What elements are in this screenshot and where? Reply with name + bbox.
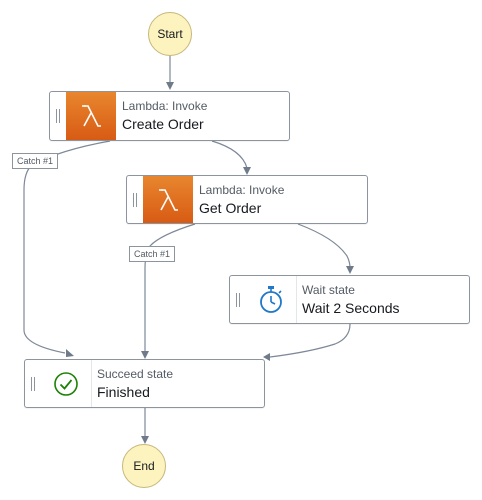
end-node[interactable]: End (122, 444, 166, 488)
drag-handle-icon[interactable] (25, 360, 42, 407)
start-label: Start (157, 27, 183, 41)
state-type-label: Succeed state (97, 367, 174, 381)
arrowhead (346, 266, 354, 274)
check-circle-icon (41, 360, 92, 407)
state-name-label: Finished (97, 384, 150, 400)
arrowhead (66, 349, 74, 357)
state-get-order[interactable]: Lambda: Invoke Get Order (126, 175, 368, 224)
state-name-label: Get Order (199, 200, 262, 216)
state-create-order[interactable]: Lambda: Invoke Create Order (49, 91, 290, 141)
edge-create-order-catch-to-finished (23, 140, 111, 354)
drag-handle-icon[interactable] (50, 92, 67, 140)
arrowhead (263, 353, 270, 361)
edge-wait-to-finished (269, 323, 351, 358)
drag-handle-icon[interactable] (127, 176, 144, 223)
edge-create-order-to-get-order (211, 140, 248, 169)
state-type-label: Wait state (302, 283, 355, 297)
catch-label-create-order[interactable]: Catch #1 (12, 153, 59, 169)
state-type-label: Lambda: Invoke (199, 183, 285, 197)
edge-get-order-to-wait (297, 223, 351, 269)
stopwatch-icon (246, 276, 297, 323)
state-wait-2-seconds[interactable]: Wait state Wait 2 Seconds (229, 275, 470, 324)
arrowhead (141, 351, 149, 359)
drag-handle-icon[interactable] (230, 276, 247, 323)
state-type-label: Lambda: Invoke (122, 99, 208, 113)
arrowhead (166, 82, 174, 90)
arrowhead (141, 436, 149, 444)
edge-get-order-catch-to-finished (144, 223, 196, 352)
state-name-label: Create Order (122, 116, 204, 132)
arrowhead (243, 167, 251, 175)
lambda-icon (143, 176, 193, 223)
start-node[interactable]: Start (148, 12, 192, 56)
catch-label-get-order[interactable]: Catch #1 (129, 246, 176, 262)
state-name-label: Wait 2 Seconds (302, 300, 400, 316)
lambda-icon (66, 92, 116, 140)
end-label: End (133, 459, 155, 473)
state-finished[interactable]: Succeed state Finished (24, 359, 265, 408)
